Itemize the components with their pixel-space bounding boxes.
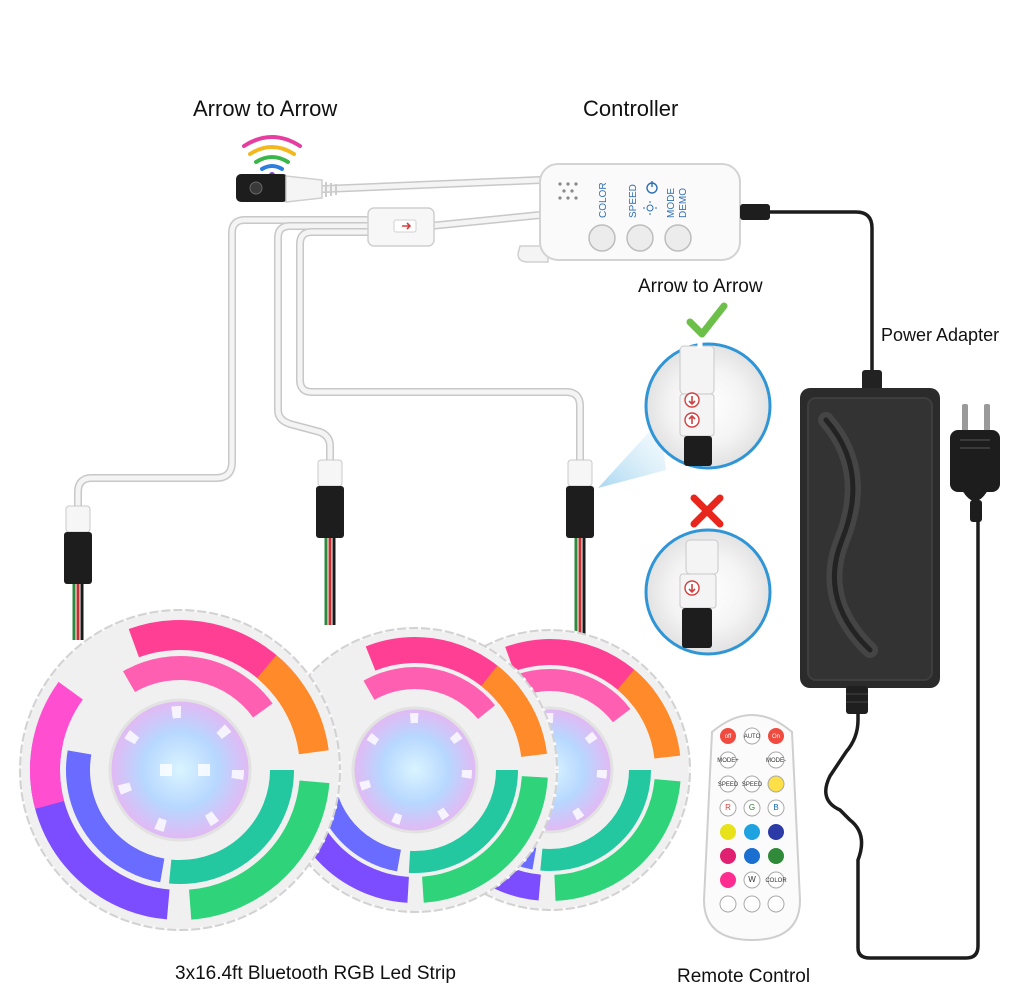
remote-key-b: B (773, 803, 778, 812)
remote-key-r: R (725, 803, 731, 812)
arrow-to-arrow-top-label: Arrow to Arrow (193, 96, 338, 121)
remote-key-speed-2: SPEED (742, 782, 763, 788)
signal-icon (242, 135, 302, 178)
power-adapter (800, 370, 940, 714)
remote-key-off: off (725, 734, 732, 740)
remote-key-color: COLOR (765, 878, 787, 884)
callout-wrong (644, 528, 772, 656)
ir-receiver (236, 174, 337, 203)
cables (74, 176, 584, 512)
power-adapter-label: Power Adapter (881, 325, 1000, 345)
callout-beam (598, 420, 666, 488)
led-reels (18, 608, 692, 932)
remote-key-mode-minus: MODE- (766, 758, 786, 764)
controller-label: Controller (583, 96, 679, 121)
cross-icon (690, 494, 724, 528)
callout-correct (644, 342, 772, 470)
remote-key-speed-1: SPEED (718, 782, 739, 788)
led-strip-label: 3x16.4ft Bluetooth RGB Led Strip (175, 963, 456, 984)
controller-mode-label: MODE (666, 188, 677, 218)
power-cable (768, 210, 980, 960)
arrow-to-arrow-callout-label: Arrow to Arrow (638, 276, 763, 297)
wall-plug (950, 404, 1000, 522)
check-icon (686, 302, 728, 338)
remote-key-auto: AUTO (744, 734, 761, 740)
controller-demo-label: DEMO (678, 188, 689, 218)
splitter-connector (367, 207, 435, 247)
controller-box: COLOR SPEED MODE DEMO (517, 163, 770, 263)
sun-icon (643, 201, 657, 215)
remote-control-label: Remote Control (677, 966, 811, 987)
controller-color-label: COLOR (598, 182, 609, 218)
remote-key-mode-plus: MODE+ (717, 758, 739, 764)
remote-key-g: G (749, 803, 755, 812)
strip-connectors (64, 459, 594, 640)
remote-control: off AUTO On MODE+ MODE- SPEED SPEED R G … (702, 714, 802, 942)
remote-key-on: On (772, 734, 780, 740)
remote-key-w: W (748, 875, 756, 884)
controller-speed-label: SPEED (628, 184, 639, 218)
